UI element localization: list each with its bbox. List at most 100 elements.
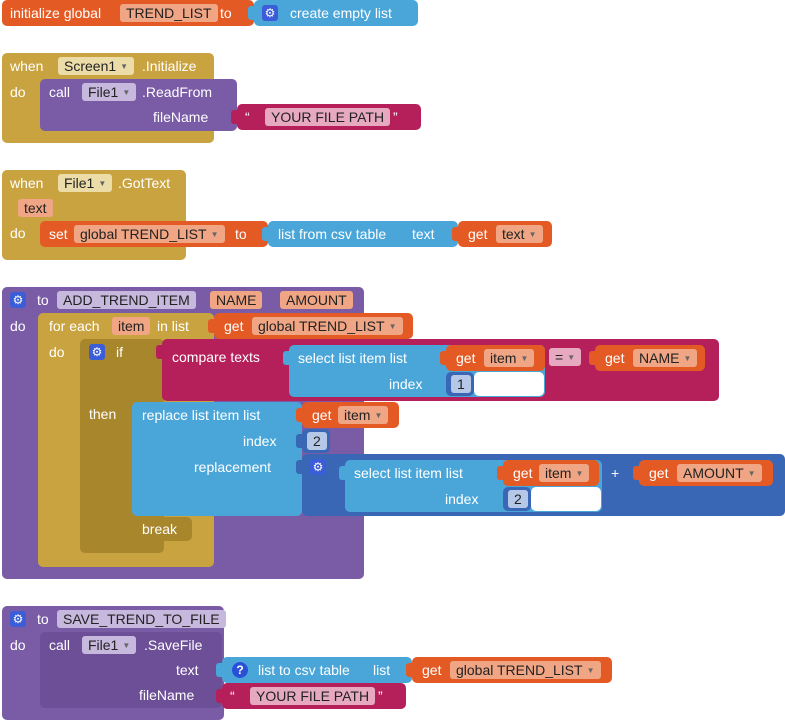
init-label: initialize global xyxy=(10,5,102,21)
socket-nub xyxy=(633,466,639,480)
gear-icon[interactable]: ⚙ xyxy=(10,611,26,627)
proc-to: to xyxy=(37,611,49,627)
compare-op-dropdown[interactable]: =▼ xyxy=(549,348,582,366)
gear-icon[interactable]: ⚙ xyxy=(310,459,326,475)
socket-nub xyxy=(339,466,345,480)
quote-close: ” xyxy=(378,688,383,704)
get-item-dropdown[interactable]: item▼ xyxy=(539,464,590,482)
proc-do: do xyxy=(10,637,26,653)
proc-arg-amount[interactable]: AMOUNT xyxy=(280,291,353,309)
when-label: when xyxy=(10,175,44,191)
socket-nub xyxy=(231,110,237,124)
proc-do: do xyxy=(10,318,26,334)
get-item-dropdown[interactable]: item▼ xyxy=(484,349,535,367)
number-value[interactable]: 1 xyxy=(451,375,471,393)
init-var-name[interactable]: TREND_LIST xyxy=(120,4,218,22)
then-label: then xyxy=(89,406,117,422)
file-dropdown[interactable]: File1▼ xyxy=(82,636,137,654)
replacement-label: replacement xyxy=(194,459,272,475)
get-text-block[interactable]: get text▼ xyxy=(452,221,552,247)
number-block-1[interactable]: 1 xyxy=(446,372,474,396)
for-each-do: do xyxy=(49,344,65,360)
socket-nub xyxy=(296,434,302,448)
set-target-dropdown[interactable]: global TREND_LIST▼ xyxy=(74,225,225,243)
file-dropdown[interactable]: File1▼ xyxy=(82,83,137,101)
get-item-block-3[interactable]: get item▼ xyxy=(497,460,599,486)
init-global-block[interactable]: initialize global TREND_LIST to xyxy=(2,0,254,26)
list-from-csv-block[interactable]: list from csv table text xyxy=(262,221,458,247)
select-list-item-label: select list item list xyxy=(298,350,407,366)
get-label: get xyxy=(422,662,442,678)
list-to-csv-label: list to csv table xyxy=(258,662,350,678)
event-name: .Initialize xyxy=(142,58,197,74)
number-block-3[interactable]: 2 xyxy=(503,487,531,511)
replace-list-item-block[interactable]: replace list item list index replacement xyxy=(132,402,302,516)
break-block[interactable]: break xyxy=(132,517,192,541)
get-var-dropdown[interactable]: text▼ xyxy=(496,225,543,243)
socket-nub xyxy=(216,663,222,677)
component-dropdown[interactable]: Screen1▼ xyxy=(58,57,135,75)
call-savefile-block[interactable]: call File1▼ .SaveFile text fileName xyxy=(40,632,222,708)
get-label: get xyxy=(605,350,625,366)
call-readfrom-block[interactable]: call File1▼ .ReadFrom fileName xyxy=(40,79,237,131)
get-item-name: item xyxy=(545,465,572,481)
quote-open: “ xyxy=(245,109,250,125)
for-each-item-var[interactable]: item xyxy=(112,317,151,335)
text-string-block-2[interactable]: “ YOUR FILE PATH ” xyxy=(216,683,406,709)
number-value[interactable]: 2 xyxy=(508,490,528,508)
chevron-down-icon: ▼ xyxy=(683,354,692,363)
get-label: get xyxy=(224,318,244,334)
get-amount-block[interactable]: get AMOUNT▼ xyxy=(633,460,773,486)
socket-nub xyxy=(589,351,595,365)
number-block-2[interactable]: 2 xyxy=(296,429,330,453)
create-empty-list-block[interactable]: ⚙ create empty list xyxy=(248,0,418,26)
socket-nub xyxy=(208,319,214,333)
chevron-down-icon: ▼ xyxy=(528,230,537,239)
component-dropdown[interactable]: File1▼ xyxy=(58,174,113,192)
event-param-text[interactable]: text xyxy=(18,199,53,217)
set-label: set xyxy=(49,226,68,242)
gear-icon[interactable]: ⚙ xyxy=(10,292,26,308)
file-name: File1 xyxy=(88,84,119,100)
get-label: get xyxy=(513,465,533,481)
empty-socket xyxy=(474,372,544,396)
gear-icon[interactable]: ⚙ xyxy=(89,344,105,360)
index-label: index xyxy=(243,433,277,449)
quote-open: “ xyxy=(230,688,235,704)
get-item-dropdown[interactable]: item▼ xyxy=(338,406,389,424)
get-label: get xyxy=(456,350,476,366)
file-path-text[interactable]: YOUR FILE PATH xyxy=(250,687,376,705)
proc-name[interactable]: ADD_TREND_ITEM xyxy=(57,291,196,309)
get-list-dropdown[interactable]: global TREND_LIST▼ xyxy=(252,317,403,335)
get-amount-dropdown[interactable]: AMOUNT▼ xyxy=(677,464,762,482)
chevron-down-icon: ▼ xyxy=(520,354,529,363)
gear-icon[interactable]: ⚙ xyxy=(262,5,278,21)
socket-nub xyxy=(262,227,268,241)
list-to-csv-block[interactable]: ? list to csv table list xyxy=(216,657,412,683)
set-global-block[interactable]: set global TREND_LIST▼ to xyxy=(40,221,268,247)
proc-name[interactable]: SAVE_TREND_TO_FILE xyxy=(57,610,226,628)
get-name-block[interactable]: get NAME▼ xyxy=(589,345,705,371)
get-list-name: global TREND_LIST xyxy=(456,662,583,678)
get-global-list-block[interactable]: get global TREND_LIST▼ xyxy=(208,313,413,339)
socket-nub xyxy=(216,689,222,703)
do-label: do xyxy=(10,84,26,100)
help-icon[interactable]: ? xyxy=(232,662,248,678)
file-path-text[interactable]: YOUR FILE PATH xyxy=(265,108,391,126)
socket-nub xyxy=(156,345,162,359)
text-string-block[interactable]: “ YOUR FILE PATH ” xyxy=(231,104,421,130)
select-list-item-label: select list item list xyxy=(354,465,463,481)
socket-nub xyxy=(296,408,302,422)
get-item-name: item xyxy=(344,407,371,423)
chevron-down-icon: ▼ xyxy=(567,353,576,362)
replace-list-item-label: replace list item list xyxy=(142,407,261,423)
get-item-block-2[interactable]: get item▼ xyxy=(296,402,399,428)
chevron-down-icon: ▼ xyxy=(98,179,107,188)
file-name: File1 xyxy=(88,637,119,653)
get-global-list-block-2[interactable]: get global TREND_LIST▼ xyxy=(406,657,612,683)
get-item-block-1[interactable]: get item▼ xyxy=(440,345,545,371)
get-name-dropdown[interactable]: NAME▼ xyxy=(633,349,698,367)
get-list-dropdown[interactable]: global TREND_LIST▼ xyxy=(450,661,601,679)
number-value[interactable]: 2 xyxy=(307,432,327,450)
proc-arg-name[interactable]: NAME xyxy=(210,291,263,309)
